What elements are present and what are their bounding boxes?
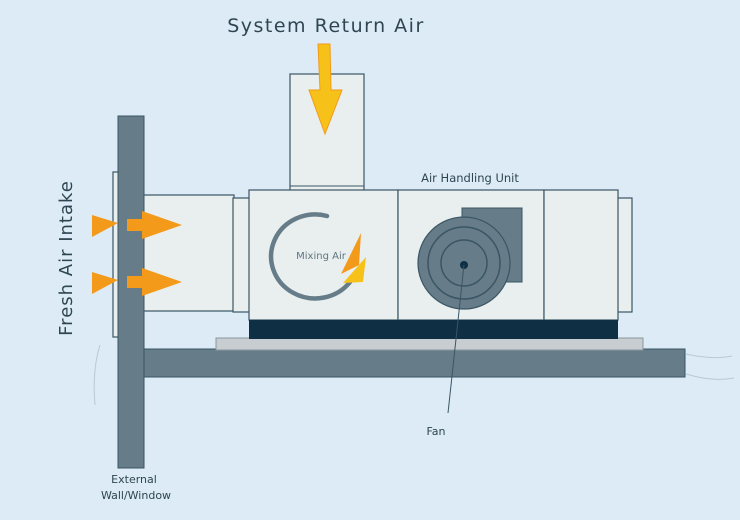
mixing-arrow-orange-icon [341,233,361,274]
fresh-air-arrow-upper-outer-icon [92,215,118,237]
ahu-base [249,320,618,339]
ahu-discharge-section [543,189,619,321]
unit-pad [215,337,644,351]
ahu-outlet-collar [616,197,633,313]
mixing-air-label: Mixing Air [296,251,347,262]
beam-shadow-line [685,353,735,380]
fan-leader-line [447,264,465,414]
wall-shadow-line [93,344,101,406]
fan [417,207,523,310]
system-return-air-label: System Return Air [227,15,425,37]
air-handling-unit-label: Air Handling Unit [421,171,519,185]
floor-beam [143,348,686,378]
fresh-air-intake-label: Fresh Air Intake [56,180,77,336]
fan-inlet-ring [440,239,488,287]
return-air-arrow-icon [308,43,343,136]
external-wall-label-line2: Wall/Window [101,489,171,502]
ahu-inlet-collar [232,197,251,313]
mixing-arrow-yellow-icon [343,257,366,283]
fresh-air-arrow-lower-inner-icon [127,268,182,296]
fresh-air-arrow-lower-outer-icon [92,272,118,294]
fresh-air-arrow-upper-inner-icon [127,211,182,239]
fresh-air-arrows [92,211,182,296]
fan-label: Fan [426,425,445,438]
fan-wheel [427,226,501,300]
external-wall [117,115,145,469]
external-wall-label-line1: External [111,473,157,486]
mixing-swirl-icon [268,212,353,301]
